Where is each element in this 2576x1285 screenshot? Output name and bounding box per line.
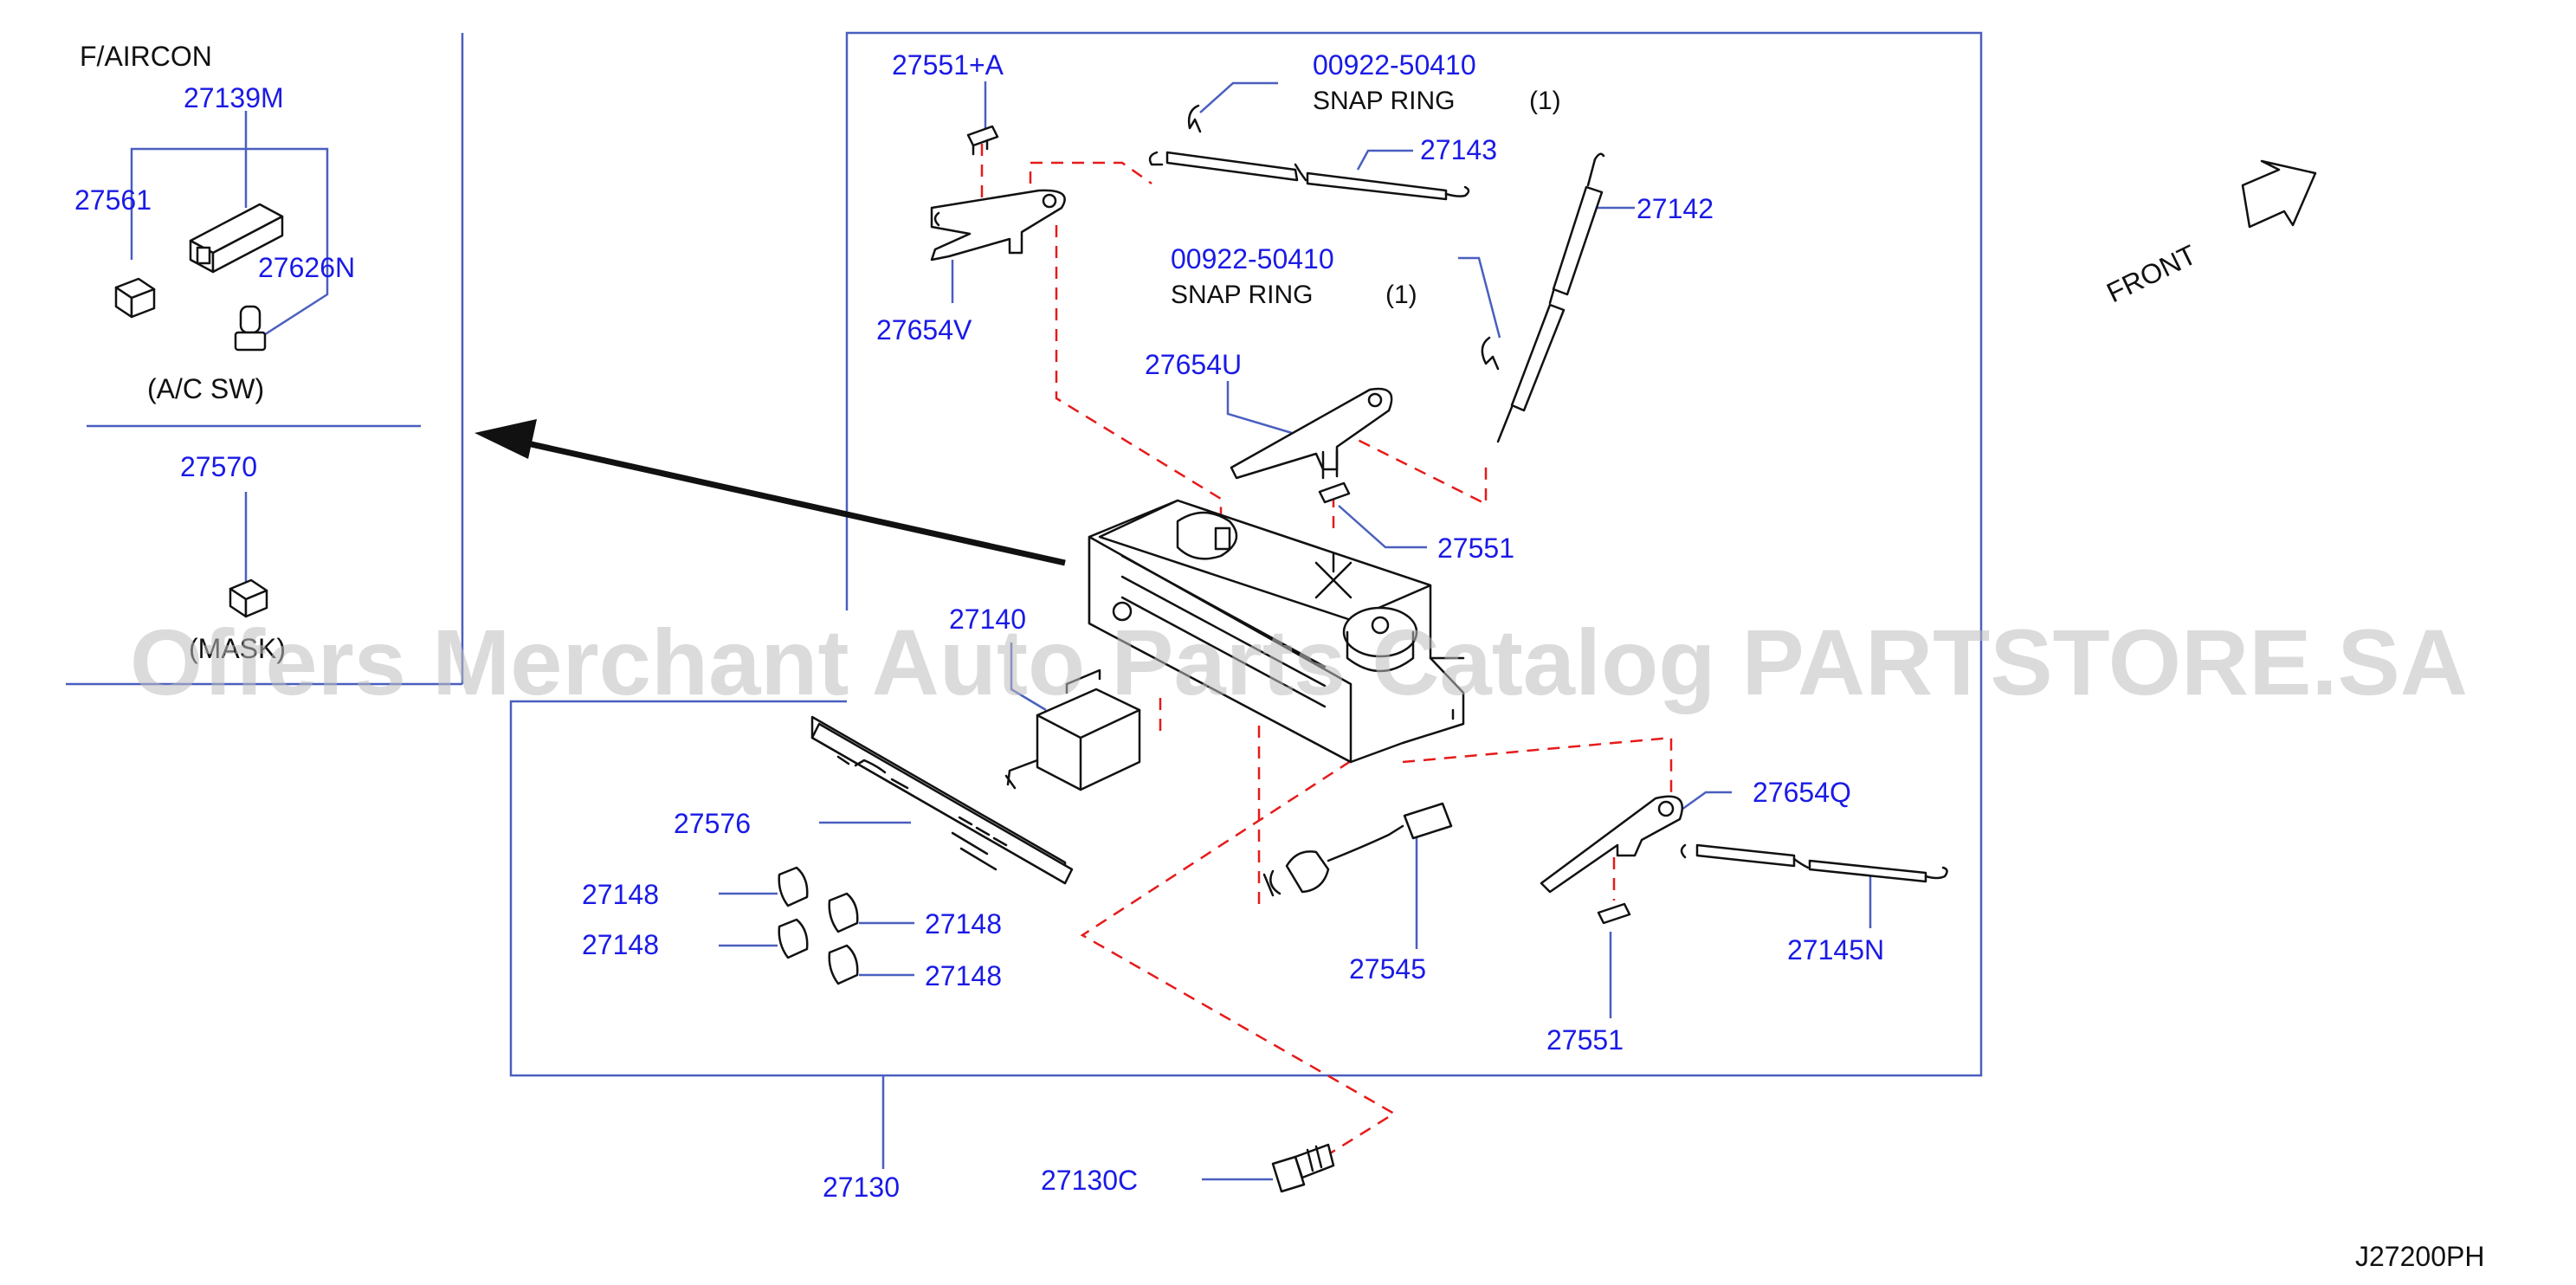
label-00922-mid[interactable]: 00922-50410: [1171, 243, 1334, 274]
label-27148-3[interactable]: 27148: [582, 929, 659, 960]
label-27576[interactable]: 27576: [674, 808, 751, 839]
dashed-guides: [980, 144, 1673, 1164]
cable-27143: [1148, 151, 1470, 201]
blower-switch-part: [1004, 668, 1141, 791]
knob-parts: [778, 866, 859, 985]
clip-27551-bottom: [1597, 902, 1631, 925]
label-27130[interactable]: 27130: [823, 1172, 900, 1203]
mask-part: [229, 578, 268, 618]
direction-arrow: [475, 419, 1066, 566]
cable-27142: [1496, 152, 1605, 443]
label-27561[interactable]: 27561: [74, 184, 152, 216]
label-27142[interactable]: 27142: [1637, 193, 1714, 224]
leader-lines: [130, 81, 1872, 1181]
heater-control-unit: [1088, 499, 1465, 764]
front-arrow-icon: [2241, 159, 2317, 229]
lever-27654Q: [1540, 795, 1683, 894]
label-qty-top: (1): [1529, 87, 1561, 115]
bracket-27654V: [930, 189, 1066, 262]
label-27551-top[interactable]: 27551: [1437, 533, 1514, 564]
frame-lines: [66, 31, 1983, 1077]
label-27139M[interactable]: 27139M: [184, 82, 284, 113]
label-27145N[interactable]: 27145N: [1787, 934, 1884, 965]
diagram-code: J27200PH: [2355, 1241, 2484, 1272]
label-00922-top[interactable]: 00922-50410: [1313, 49, 1476, 81]
label-mask: (MASK): [189, 633, 286, 664]
label-27143[interactable]: 27143: [1420, 134, 1497, 165]
label-27654Q[interactable]: 27654Q: [1753, 777, 1851, 808]
bulb-part: [234, 305, 267, 352]
snap-ring-top: [1187, 104, 1202, 133]
label-snap-ring-mid: SNAP RING: [1171, 281, 1314, 309]
clip-27551-top: [1318, 481, 1351, 504]
label-faircon: F/AIRCON: [80, 41, 212, 72]
label-27626N[interactable]: 27626N: [258, 252, 355, 283]
snap-ring-mid: [1481, 336, 1500, 371]
switch-cap-part: [114, 277, 156, 319]
label-27654V[interactable]: 27654V: [876, 314, 972, 345]
watermark-text: Offers Merchant Auto Parts Catalog PARTS…: [130, 610, 2468, 714]
lever-27654U: [1230, 387, 1393, 480]
label-27130C[interactable]: 27130C: [1041, 1165, 1138, 1196]
label-front: FRONT: [2101, 239, 2201, 309]
label-27654U[interactable]: 27654U: [1145, 349, 1242, 380]
screw-part: [1271, 1143, 1335, 1193]
label-ac-sw: (A/C SW): [147, 373, 264, 404]
label-qty-mid: (1): [1385, 281, 1417, 309]
clip-part-a: [966, 125, 999, 156]
ac-switch-part: [189, 203, 284, 274]
bulb-socket-part: [1262, 802, 1453, 897]
face-panel-part: [810, 715, 1074, 885]
label-27551-bottom[interactable]: 27551: [1546, 1024, 1624, 1056]
label-27148-1[interactable]: 27148: [582, 879, 659, 910]
label-27545[interactable]: 27545: [1349, 953, 1426, 985]
label-27551-a[interactable]: 27551+A: [892, 49, 1004, 81]
label-snap-ring-top: SNAP RING: [1313, 87, 1456, 115]
label-27140[interactable]: 27140: [949, 604, 1026, 635]
part-labels: F/AIRCON 27139M 27561 27626N (A/C SW) 27…: [74, 41, 2484, 1272]
cable-27145N: [1680, 843, 1948, 883]
label-27148-2[interactable]: 27148: [925, 908, 1002, 940]
part-drawings: [114, 104, 2317, 1193]
label-27570[interactable]: 27570: [180, 451, 257, 482]
label-27148-4[interactable]: 27148: [925, 960, 1002, 991]
